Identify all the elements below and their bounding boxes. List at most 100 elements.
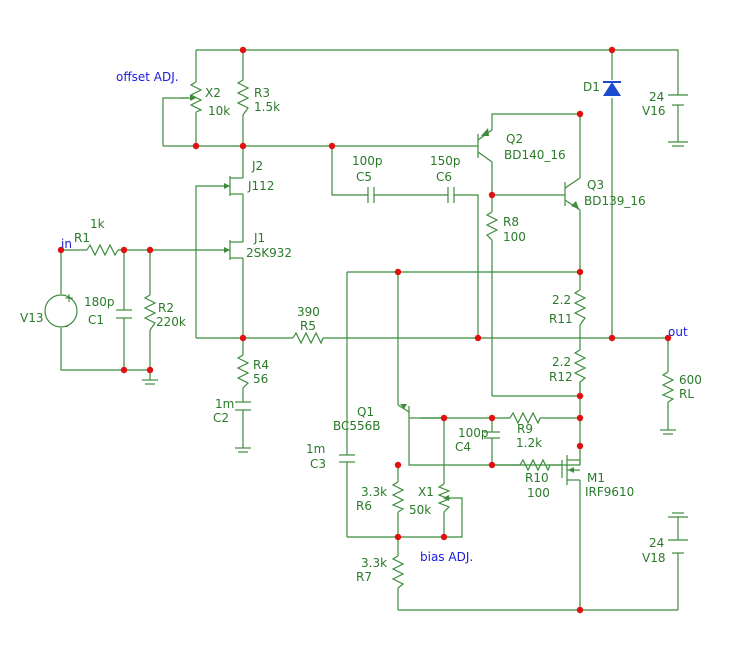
r10-ref: R10 <box>525 471 549 485</box>
resistor-rl[interactable] <box>661 371 675 403</box>
resistor-r11[interactable] <box>573 289 587 326</box>
r7-ref: R7 <box>356 570 372 584</box>
resistor-r6[interactable] <box>391 481 405 513</box>
v18-value: 24 <box>649 536 664 550</box>
c5-ref: C5 <box>356 170 372 184</box>
resistor-r9[interactable] <box>509 411 541 425</box>
capacitor-c5[interactable] <box>367 187 375 203</box>
j1-value: 2SK932 <box>246 246 292 260</box>
resistor-r2[interactable] <box>143 294 157 331</box>
x1-ref: X1 <box>418 485 434 499</box>
r1-value: 1k <box>90 217 105 231</box>
r4-value: 56 <box>253 372 268 386</box>
potentiometer-x2[interactable] <box>180 81 203 113</box>
c3-value: 1m <box>306 442 325 456</box>
r6-value: 3.3k <box>361 485 387 499</box>
r3-ref: R3 <box>254 86 270 100</box>
diode-d1[interactable] <box>603 81 621 96</box>
voltage-source-v13[interactable]: + - <box>44 291 78 333</box>
capacitor-c3[interactable] <box>339 454 355 463</box>
x2-value: 10k <box>208 104 230 118</box>
resistor-r7[interactable] <box>391 555 405 589</box>
m1-value: IRF9610 <box>585 485 634 499</box>
capacitor-c6[interactable] <box>447 187 455 203</box>
resistor-r5[interactable] <box>292 331 324 345</box>
j2-value: J112 <box>247 179 274 193</box>
d1-ref: D1 <box>583 80 600 94</box>
c6-value: 150p <box>430 154 461 168</box>
j2-ref: J2 <box>251 159 263 173</box>
resistor-r4[interactable] <box>236 354 250 389</box>
c1-value: 180p <box>84 295 115 309</box>
r11-value: 2.2 <box>552 293 571 307</box>
offset-adj-label: offset ADJ. <box>116 70 179 84</box>
q2-ref: Q2 <box>506 132 523 146</box>
output-label: out <box>668 325 688 339</box>
c2-value: 1m <box>215 397 234 411</box>
wires <box>60 49 688 611</box>
q3-value: BD139_16 <box>584 194 646 208</box>
bias-adj-label: bias ADJ. <box>420 550 473 564</box>
r2-value: 220k <box>156 315 186 329</box>
jfet-j1[interactable] <box>224 236 244 264</box>
r5-ref: R5 <box>300 319 316 333</box>
battery-v18[interactable] <box>668 539 688 558</box>
capacitor-c4[interactable] <box>484 431 500 439</box>
jfet-j2[interactable] <box>224 172 244 200</box>
r10-value: 100 <box>527 486 550 500</box>
m1-ref: M1 <box>587 471 605 485</box>
potentiometer-x1[interactable] <box>437 483 455 513</box>
r12-ref: R12 <box>549 370 573 384</box>
rl-ref: RL <box>679 387 694 401</box>
r9-value: 1.2k <box>516 436 542 450</box>
resistor-r8[interactable] <box>485 211 499 241</box>
capacitor-c1[interactable] <box>116 309 132 319</box>
battery-v16[interactable] <box>668 94 688 115</box>
r8-value: 100 <box>503 230 526 244</box>
c5-value: 100p <box>352 154 383 168</box>
r1-ref: R1 <box>74 231 90 245</box>
r12-value: 2.2 <box>552 355 571 369</box>
q3-ref: Q3 <box>587 178 604 192</box>
input-label: in <box>61 237 72 251</box>
bjt-q2[interactable] <box>477 128 493 163</box>
capacitor-c2[interactable] <box>235 401 251 411</box>
r8-ref: R8 <box>503 215 519 229</box>
c6-ref: C6 <box>436 170 452 184</box>
bjt-q1[interactable] <box>397 404 420 430</box>
resistor-r3[interactable] <box>236 79 250 116</box>
c4-ref: C4 <box>455 440 471 454</box>
c2-ref: C2 <box>213 411 229 425</box>
c1-ref: C1 <box>88 313 104 327</box>
r11-ref: R11 <box>549 312 573 326</box>
svg-text:-: - <box>64 319 68 333</box>
rl-value: 600 <box>679 373 702 387</box>
x1-value: 50k <box>409 503 431 517</box>
x2-ref: X2 <box>205 86 221 100</box>
r7-value: 3.3k <box>361 556 387 570</box>
v13-ref: V13 <box>20 311 43 325</box>
v16-ref: V16 <box>642 104 665 118</box>
resistor-r10[interactable] <box>519 458 551 472</box>
r5-value: 390 <box>297 305 320 319</box>
resistor-r12[interactable] <box>573 349 587 383</box>
r2-ref: R2 <box>158 301 174 315</box>
j1-ref: J1 <box>253 231 265 245</box>
r9-ref: R9 <box>517 422 533 436</box>
v18-ref: V18 <box>642 551 665 565</box>
r6-ref: R6 <box>356 499 372 513</box>
mosfet-m1[interactable] <box>561 455 581 485</box>
q2-value: BD140_16 <box>504 148 566 162</box>
q1-value: BC556B <box>333 419 381 433</box>
r3-value: 1.5k <box>254 100 280 114</box>
svg-text:+: + <box>64 291 74 305</box>
v16-value: 24 <box>649 90 664 104</box>
q1-ref: Q1 <box>357 405 374 419</box>
c4-value: 100p <box>458 426 489 440</box>
bjt-q3[interactable] <box>564 170 581 211</box>
junction-nodes <box>57 46 672 614</box>
r4-ref: R4 <box>253 358 269 372</box>
c3-ref: C3 <box>310 457 326 471</box>
resistor-r1[interactable] <box>86 243 119 257</box>
